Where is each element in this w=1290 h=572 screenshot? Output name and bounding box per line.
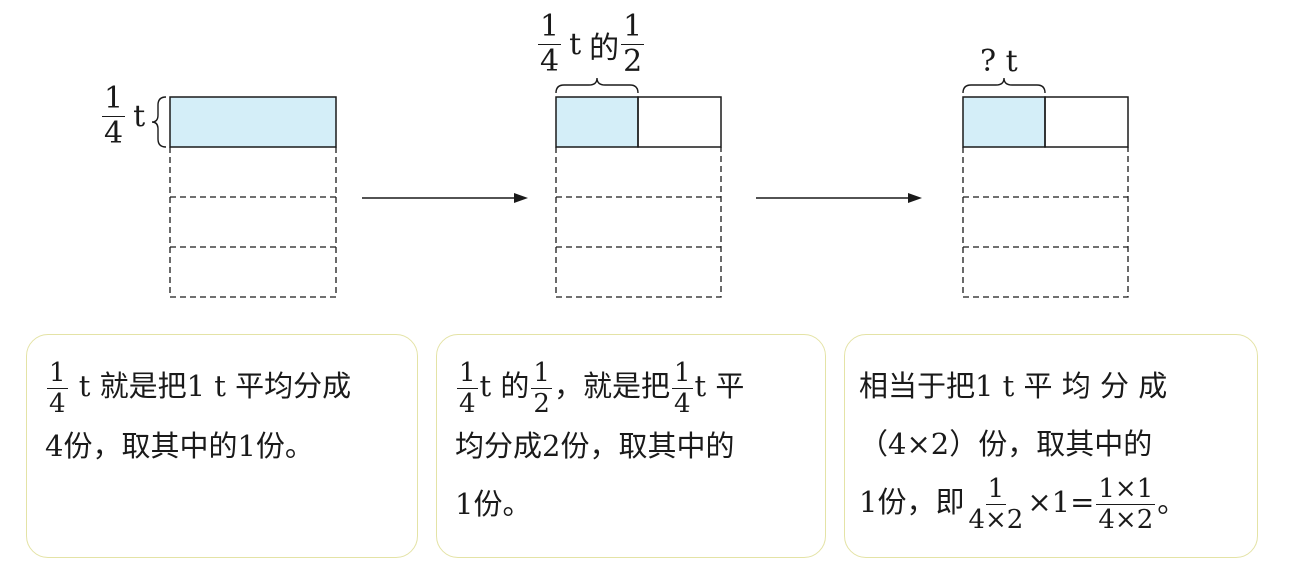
panel-2-label-unit: t <box>569 27 582 62</box>
fraction-denominator: 4 <box>540 44 560 79</box>
box-1-line-1: 1 4 t 就是把1 t 平均分成 <box>45 357 405 417</box>
panel-2-unshaded-part <box>637 96 722 148</box>
box-1-line-2: 4份，取其中的1份。 <box>45 428 314 463</box>
box-2-line-1-text-c: t 平 <box>694 369 745 403</box>
box-3-line-1: 相当于把1 t 平 均 分 成 <box>859 369 1168 403</box>
fraction-numerator: 1 <box>538 9 562 45</box>
fraction-numerator: 1 <box>457 357 478 389</box>
box-2-fraction-1: 1 4 <box>457 360 478 417</box>
fraction-denominator: 4 <box>49 388 66 419</box>
box-3-fraction-1: 1 4×2 <box>966 476 1025 533</box>
box-3-line-3-text-c: 。 <box>1157 485 1187 519</box>
box-2-line-1: 1 4 t 的 1 2 ，就是把 1 4 t 平 <box>455 357 813 417</box>
fraction-denominator: 4 <box>673 388 691 419</box>
explanation-box-3: 相当于把1 t 平 均 分 成 （4×2）份，取其中的 1份，即 1 4×2 ×… <box>844 334 1258 558</box>
fraction-numerator: 1 <box>621 9 645 45</box>
panel-2-grid <box>555 77 722 298</box>
fraction-denominator: 4 <box>104 116 124 151</box>
fraction-denominator: 2 <box>533 388 550 419</box>
panel-1-label: 1 4 t <box>100 84 145 149</box>
arrow-2 <box>756 193 922 203</box>
panel-2-dashed-rows <box>555 147 722 298</box>
panel-3-brace <box>962 77 1046 94</box>
panel-3-unshaded-part <box>1044 96 1129 148</box>
box-3-line-3-text-a: 1份，即 <box>859 485 965 519</box>
explanation-box-1: 1 4 t 就是把1 t 平均分成 4份，取其中的1份。 <box>26 334 418 558</box>
panel-3-shaded-part <box>962 96 1046 148</box>
fraction-numerator: 1 <box>102 81 126 117</box>
panel-2-brace <box>555 77 639 94</box>
panel-1-dashed-rows <box>169 147 337 298</box>
panel-3-label-text: ? t <box>980 44 1018 79</box>
box-3-fraction-2: 1×1 4×2 <box>1096 473 1156 535</box>
panel-2-label-fraction-2: 1 2 <box>621 9 645 79</box>
panel-2-shaded-part <box>555 96 639 148</box>
box-2-line-1-text-b: ，就是把 <box>553 369 670 403</box>
fraction-denominator: 4×2 <box>1098 504 1154 535</box>
fraction-denominator: 4 <box>459 388 476 419</box>
box-2-line-3: 1份。 <box>455 486 532 521</box>
fraction-numerator: 1 <box>671 357 693 389</box>
panel-1-grid <box>151 96 337 298</box>
arrow-1 <box>362 193 528 203</box>
fraction-denominator: 4×2 <box>968 504 1024 535</box>
panel-3-label: ? t <box>980 44 1018 79</box>
panel-2-label-word: 的 <box>589 30 620 66</box>
fraction-numerator: 1 <box>985 473 1007 505</box>
box-3-line-3-text-b: ×1= <box>1027 485 1095 519</box>
fraction-numerator: 1 <box>47 357 68 389</box>
fraction-diagram <box>151 77 1129 298</box>
box-3-line-2: （4×2）份，取其中的 <box>859 427 1153 461</box>
panel-1-label-unit: t <box>133 99 146 134</box>
panel-2-label: 1 4 t 的 1 2 <box>536 12 646 77</box>
panel-1-shaded-part <box>169 96 337 148</box>
explanation-box-2: 1 4 t 的 1 2 ，就是把 1 4 t 平 均分成2份，取其中的 1份。 <box>436 334 826 558</box>
box-1-line-1-text: t 就是把1 t 平均分成 <box>78 369 352 403</box>
box-1-fraction: 1 4 <box>47 360 68 417</box>
box-2-fraction-3: 1 4 <box>671 357 693 419</box>
panel-2-label-fraction-1: 1 4 <box>538 9 562 79</box>
box-3-line-3: 1份，即 1 4×2 ×1= 1×1 4×2 。 <box>859 473 1245 533</box>
box-2-fraction-2: 1 2 <box>531 360 552 417</box>
fraction-numerator: 1 <box>531 357 552 389</box>
panel-1-label-fraction: 1 4 <box>102 81 126 151</box>
fraction-numerator: 1×1 <box>1096 473 1156 505</box>
fraction-denominator: 2 <box>623 44 643 79</box>
panel-3-grid <box>962 77 1129 298</box>
panel-3-dashed-rows <box>962 147 1129 298</box>
panel-1-brace <box>151 96 167 148</box>
box-2-line-2: 均分成2份，取其中的 <box>455 428 735 463</box>
box-2-line-1-text-a: t 的 <box>479 369 530 403</box>
